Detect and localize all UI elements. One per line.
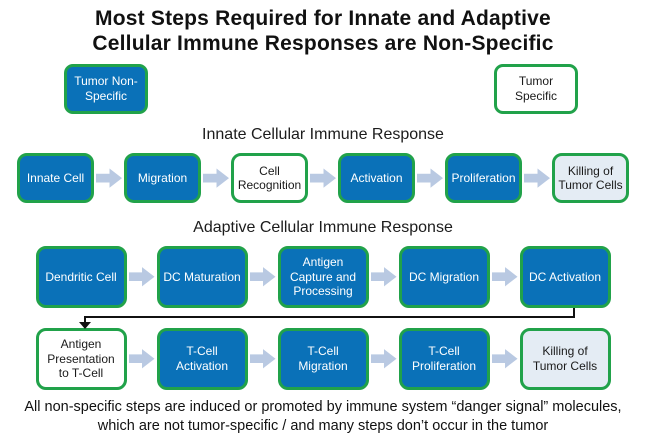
footer-note-line1: All non-specific steps are induced or pr… xyxy=(24,398,622,415)
footer-note: All non-specific steps are induced or pr… xyxy=(0,398,646,437)
connector-line-vertical-right xyxy=(573,307,575,317)
step-box-killing-of-tumor-cells: Killing of Tumor Cells xyxy=(519,327,611,390)
step-box-dendritic-cell: Dendritic Cell xyxy=(35,245,127,308)
right-arrow-icon xyxy=(417,168,443,188)
right-arrow-icon xyxy=(310,168,336,188)
right-arrow-icon xyxy=(128,267,155,287)
step-box-cell-recognition: Cell Recognition xyxy=(231,153,308,204)
step-box-dc-activation: DC Activation xyxy=(519,245,611,308)
step-box-dc-maturation: DC Maturation xyxy=(156,245,248,308)
connector-line-vertical-left xyxy=(84,315,86,323)
right-arrow-icon xyxy=(524,168,550,188)
elbow-connector xyxy=(0,307,646,329)
slide-title: Most Steps Required for Innate and Adapt… xyxy=(0,0,646,57)
right-arrow-icon xyxy=(491,267,518,287)
adaptive-section-header: Adaptive Cellular Immune Response xyxy=(193,219,453,237)
right-arrow-icon xyxy=(370,267,397,287)
step-box-antigen-presentation-to-t-cell: Antigen Presentation to T-Cell xyxy=(35,327,127,390)
right-arrow-icon xyxy=(96,168,122,188)
down-arrowhead-icon xyxy=(79,321,91,329)
adaptive-flow-row-2: Antigen Presentation to T-Cell T-Cell Act… xyxy=(0,327,646,390)
step-box-proliferation: Proliferation xyxy=(445,153,522,204)
adaptive-flow-row-1: Dendritic Cell DC Maturation Antigen Captu… xyxy=(0,245,646,308)
right-arrow-icon xyxy=(249,267,276,287)
slide-title-line2: Cellular Immune Responses are Non-Specif… xyxy=(92,31,554,55)
right-arrow-icon xyxy=(128,349,155,369)
step-box-killing-of-tumor-cells: Killing of Tumor Cells xyxy=(552,153,629,204)
step-box-antigen-capture-and-processing: Antigen Capture and Processing xyxy=(277,245,369,308)
legend-tumor-specific: Tumor Specific xyxy=(494,63,578,114)
right-arrow-icon xyxy=(203,168,229,188)
step-box-t-cell-migration: T-Cell Migration xyxy=(277,327,369,390)
right-arrow-icon xyxy=(370,349,397,369)
step-box-innate-cell: Innate Cell xyxy=(17,153,94,204)
step-box-activation: Activation xyxy=(338,153,415,204)
step-box-t-cell-proliferation: T-Cell Proliferation xyxy=(398,327,490,390)
step-box-migration: Migration xyxy=(124,153,201,204)
step-box-t-cell-activation: T-Cell Activation xyxy=(156,327,248,390)
right-arrow-icon xyxy=(249,349,276,369)
footer-note-line2: which are not tumor-specific / and many … xyxy=(97,418,549,435)
step-box-dc-migration: DC Migration xyxy=(398,245,490,308)
connector-line-horizontal xyxy=(84,315,575,318)
innate-section-header: Innate Cellular Immune Response xyxy=(202,125,444,143)
right-arrow-icon xyxy=(491,349,518,369)
legend-tumor-non-specific: Tumor Non-Specific xyxy=(64,63,148,114)
legend: Tumor Non-Specific Tumor Specific xyxy=(0,63,646,114)
innate-flow-row: Innate Cell Migration Cell Recognition Acti… xyxy=(0,153,646,204)
slide-title-line1: Most Steps Required for Innate and Adapt… xyxy=(95,7,551,30)
